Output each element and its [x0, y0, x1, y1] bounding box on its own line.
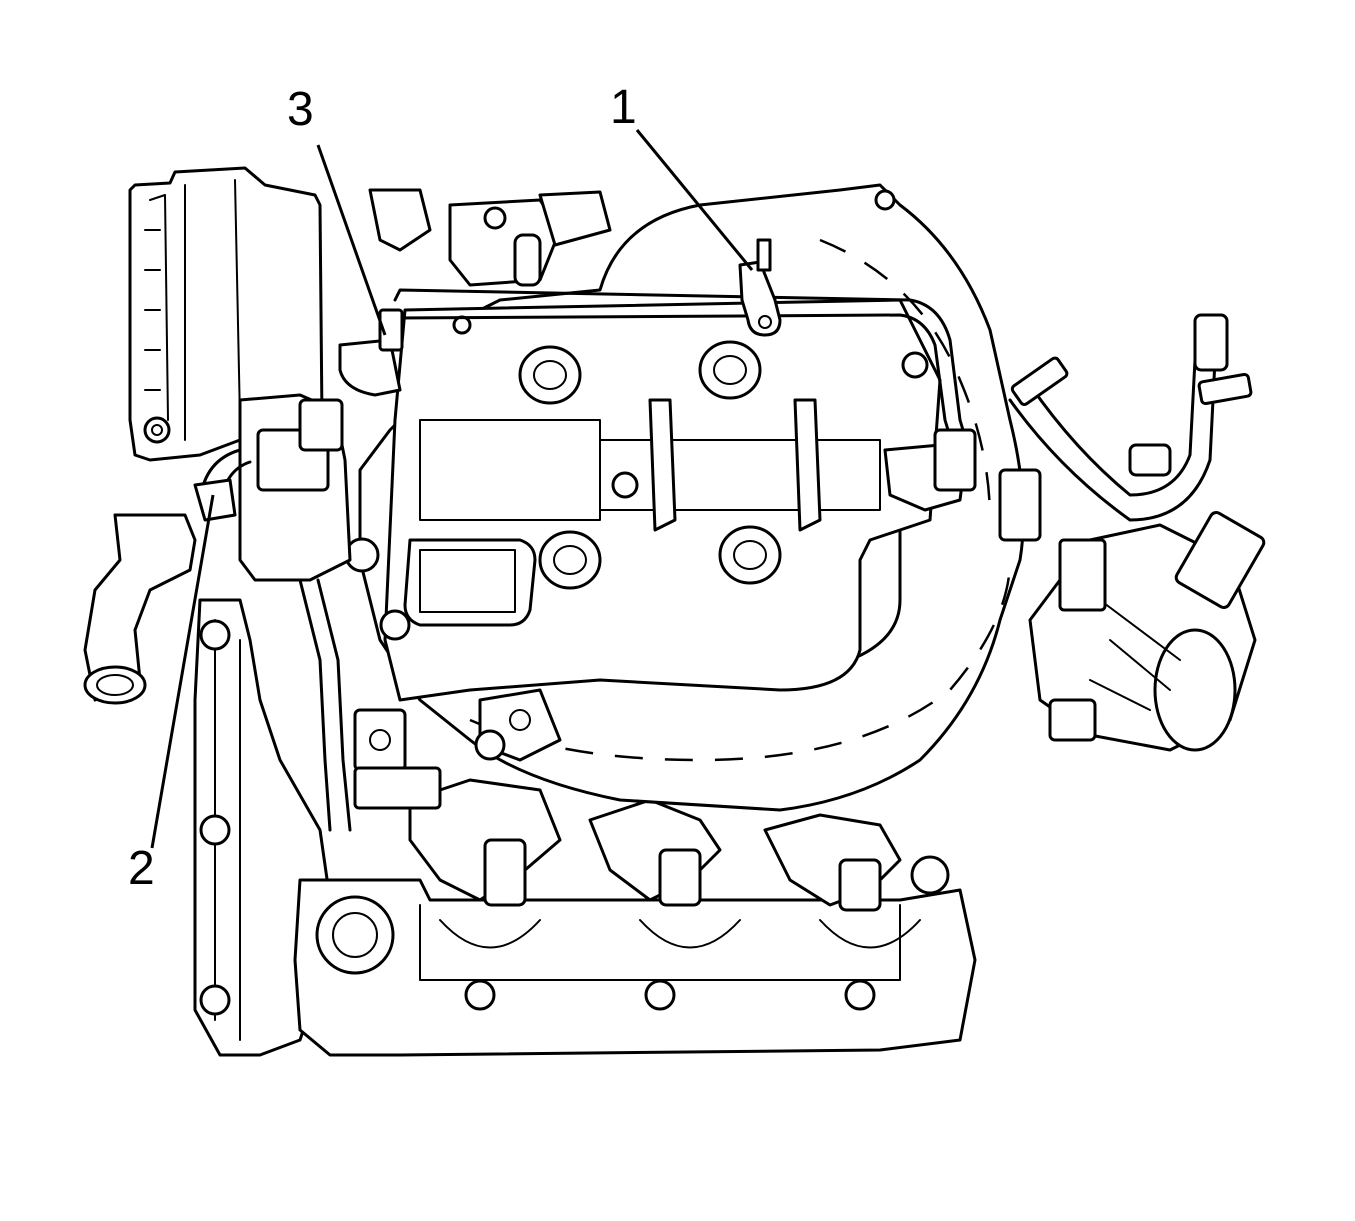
callout-3-leader: [316, 144, 387, 336]
lower-sensor: [353, 688, 562, 810]
valve-cover: [344, 298, 942, 702]
callout-1-leader: [635, 129, 754, 271]
sensor-connectors: [883, 351, 977, 512]
ignition-coils: [408, 778, 902, 912]
left-sensor-cluster: [193, 308, 404, 832]
hoses: [998, 313, 1253, 612]
callout-2-label: 2: [128, 842, 155, 895]
oil-pan: [293, 855, 977, 1057]
fuel-tube: [393, 238, 977, 472]
top-components: [368, 188, 896, 287]
callout-2-leader: [150, 494, 215, 849]
callout-1-label: 1: [610, 81, 637, 134]
callout-3-label: 3: [287, 83, 314, 136]
water-outlet: [83, 513, 197, 705]
left-cover: [128, 166, 324, 462]
